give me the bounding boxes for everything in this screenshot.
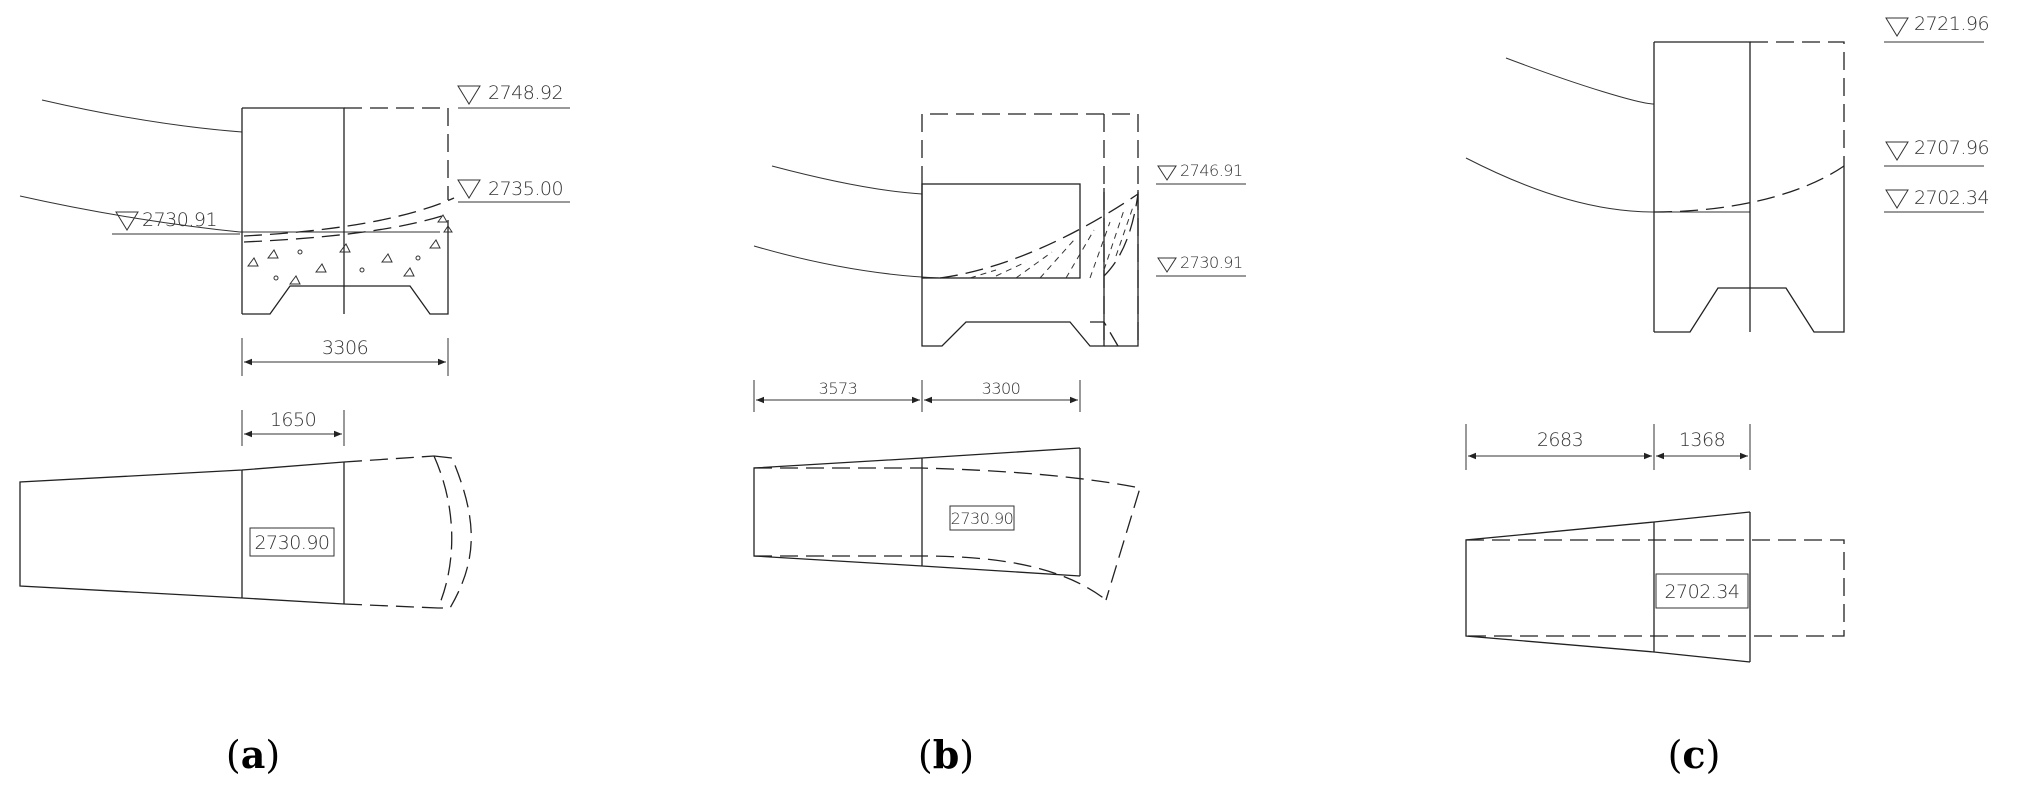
section-outline [1653, 41, 1845, 333]
level-marker-2702-34: 2702.34 [1884, 187, 1990, 213]
level-marker-2721-96: 2721.96 [1884, 13, 1990, 43]
svg-text:2730.91: 2730.91 [142, 209, 217, 231]
upper-slope-curve [771, 165, 923, 195]
dimension-2683: 2683 [1465, 424, 1655, 470]
deposit-wedge [939, 193, 1139, 279]
dimension-3306: 3306 [241, 337, 449, 376]
section-outline [921, 184, 1105, 347]
dimension-3573: 3573 [753, 379, 923, 412]
hatch-lines [969, 203, 1135, 279]
panel-b: 2746.91 2730.91 3573 3300 2730.90 [753, 113, 1246, 777]
level-marker-2746-91: 2746.91 [1156, 161, 1246, 185]
svg-text:3300: 3300 [982, 379, 1021, 398]
svg-text:2746.91: 2746.91 [1180, 161, 1243, 180]
svg-text:2707.96: 2707.96 [1914, 137, 1989, 159]
level-marker-2730-91: 2730.91 [112, 209, 240, 235]
svg-text:1368: 1368 [1679, 429, 1725, 451]
fill-surface-dashed-2 [243, 213, 449, 243]
plan-view: 2730.90 [753, 447, 1141, 601]
upper-slope-curve [41, 99, 243, 133]
svg-text:3306: 3306 [322, 337, 368, 359]
svg-text:2702.34: 2702.34 [1664, 581, 1739, 603]
level-marker-2730-91: 2730.91 [1156, 253, 1246, 277]
plan-elevation-box [1655, 573, 1749, 609]
svg-text:1650: 1650 [270, 409, 316, 431]
level-marker-2735-00: 2735.00 [457, 178, 570, 203]
upper-slope-curve [1505, 57, 1655, 105]
section-outline [241, 107, 449, 315]
svg-text:3573: 3573 [819, 379, 858, 398]
caption-a: (a) [226, 732, 280, 777]
plan-view: 2702.34 [1465, 511, 1845, 663]
concrete-texture [247, 214, 453, 285]
lower-slope-curve [1465, 157, 1750, 213]
svg-text:2730.90: 2730.90 [951, 509, 1014, 528]
svg-text:2730.91: 2730.91 [1180, 253, 1243, 272]
lower-slope-curve [19, 195, 440, 233]
water-surface-dashed [1653, 165, 1845, 213]
level-marker-2748-92: 2748.92 [457, 82, 570, 109]
caption-b: (b) [918, 732, 974, 777]
svg-text:2683: 2683 [1537, 429, 1583, 451]
panel-a: 2748.92 2735.00 2730.91 3306 1650 [19, 82, 570, 777]
dimension-1368: 1368 [1656, 424, 1751, 470]
dashed-frame [921, 113, 1139, 346]
dimension-3300: 3300 [924, 379, 1081, 412]
plan-elevation-box [949, 505, 1015, 531]
dimension-1650: 1650 [241, 409, 345, 446]
lower-slope-curve [753, 245, 1080, 279]
svg-text:2748.92: 2748.92 [488, 82, 563, 104]
svg-text:2721.96: 2721.96 [1914, 13, 1989, 35]
level-marker-2707-96: 2707.96 [1884, 137, 1990, 167]
panel-c: 2721.96 2707.96 2702.34 2683 1368 [1465, 13, 1990, 777]
plan-elevation-box [249, 527, 335, 557]
fill-surface-dashed [243, 197, 455, 237]
svg-text:2702.34: 2702.34 [1914, 187, 1989, 209]
svg-text:2735.00: 2735.00 [488, 178, 563, 200]
svg-text:2730.90: 2730.90 [254, 532, 329, 554]
caption-c: (c) [1668, 732, 1721, 777]
plan-view: 2730.90 [19, 455, 472, 609]
